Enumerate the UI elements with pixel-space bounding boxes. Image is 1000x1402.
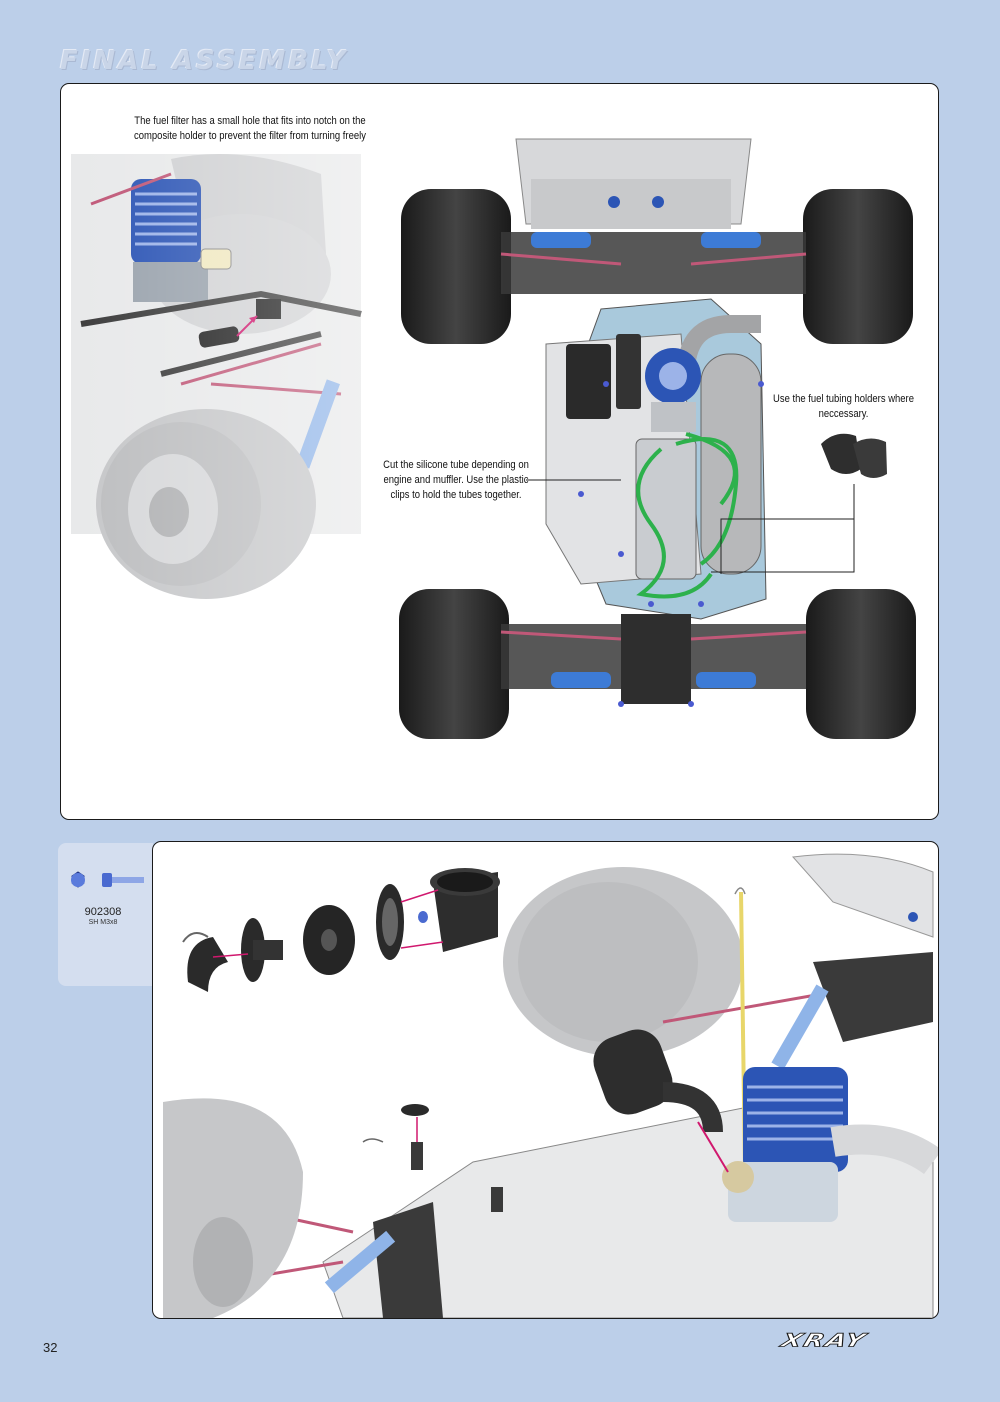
brand-logo: XRAY (778, 1330, 870, 1352)
top-assembly-illustration (71, 138, 916, 739)
screw-icon (71, 871, 144, 888)
perspective-chassis-view (71, 154, 362, 614)
engine-top (645, 348, 701, 432)
tire-front-left (401, 189, 511, 344)
part-number: 902308 (84, 906, 122, 918)
air-filter-assembled (593, 1029, 729, 1173)
rear-wing (515, 138, 752, 229)
page-title: FINAL ASSEMBLY (60, 46, 349, 76)
silicone-tube-callout: Cut the silicone tube depending on engin… (383, 459, 529, 501)
parts-list-box: 902308 SH M3x8 (58, 843, 153, 986)
fuel-tubes (636, 432, 739, 599)
callout-leader-lines (526, 479, 855, 574)
engine-perspective (722, 1067, 848, 1222)
bottom-assembly-panel (152, 841, 939, 1319)
fuel-filter-callout: The fuel filter has a small hole that fi… (134, 115, 366, 142)
air-filter-exploded (182, 868, 500, 992)
post-assembly (362, 1104, 503, 1212)
tire-rear-left (399, 589, 509, 739)
tire-front-right (803, 189, 913, 344)
tire-left-perspective (163, 1098, 303, 1318)
part-description: SH M3x8 (88, 919, 118, 926)
bottom-assembly-illustration (163, 853, 938, 1318)
fuel-tubing-holder (821, 433, 887, 478)
page-number: 32 (43, 1340, 58, 1355)
tire-rear-perspective (503, 867, 743, 1057)
top-assembly-panel: The fuel filter has a small hole that fi… (60, 83, 939, 820)
tire-rear-right (806, 589, 916, 739)
tubing-holders-callout: Use the fuel tubing holders where necces… (773, 393, 914, 420)
